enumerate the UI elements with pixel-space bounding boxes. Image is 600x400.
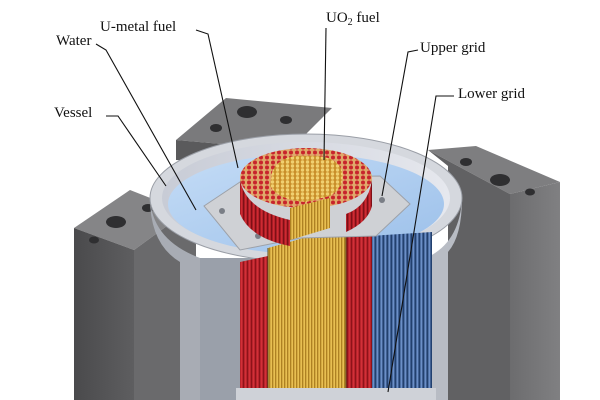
bolt-hole-icon <box>106 216 126 228</box>
bolt-hole-icon <box>89 236 99 244</box>
fuel-rod-bundle <box>240 148 372 246</box>
leader-uo2-fuel <box>323 27 327 161</box>
cut-rods-red-left <box>240 256 268 400</box>
cut-rods-blue <box>370 232 432 400</box>
grid-bolt-icon <box>219 208 225 214</box>
label-uo2-fuel: UO2 fuel <box>326 10 380 28</box>
bolt-hole-icon <box>460 158 472 166</box>
cut-rods-uo2 <box>268 226 346 400</box>
bolt-hole-icon <box>210 124 222 132</box>
leader-u-metal-fuel <box>195 29 239 169</box>
bolt-hole-icon <box>490 174 510 186</box>
lower-grid-plate <box>236 388 436 400</box>
label-vessel: Vessel <box>54 105 93 121</box>
leader-upper-grid <box>381 49 419 197</box>
uo2-fuel-core <box>270 155 343 202</box>
label-u-metal-fuel: U-metal fuel <box>100 19 177 35</box>
bolt-hole-icon <box>525 188 535 196</box>
label-lower-grid: Lower grid <box>458 86 526 102</box>
cut-rods-red-right <box>346 232 372 400</box>
grid-bolt-icon <box>379 197 385 203</box>
bolt-hole-icon <box>237 106 257 118</box>
bolt-hole-icon <box>280 116 292 124</box>
label-upper-grid: Upper grid <box>420 40 486 56</box>
leader-lower-grid <box>387 95 454 393</box>
label-water: Water <box>56 33 92 49</box>
leader-water <box>95 43 197 211</box>
leader-vessel <box>106 115 167 187</box>
cutaway-core <box>200 226 436 400</box>
leader-lines <box>95 27 454 393</box>
